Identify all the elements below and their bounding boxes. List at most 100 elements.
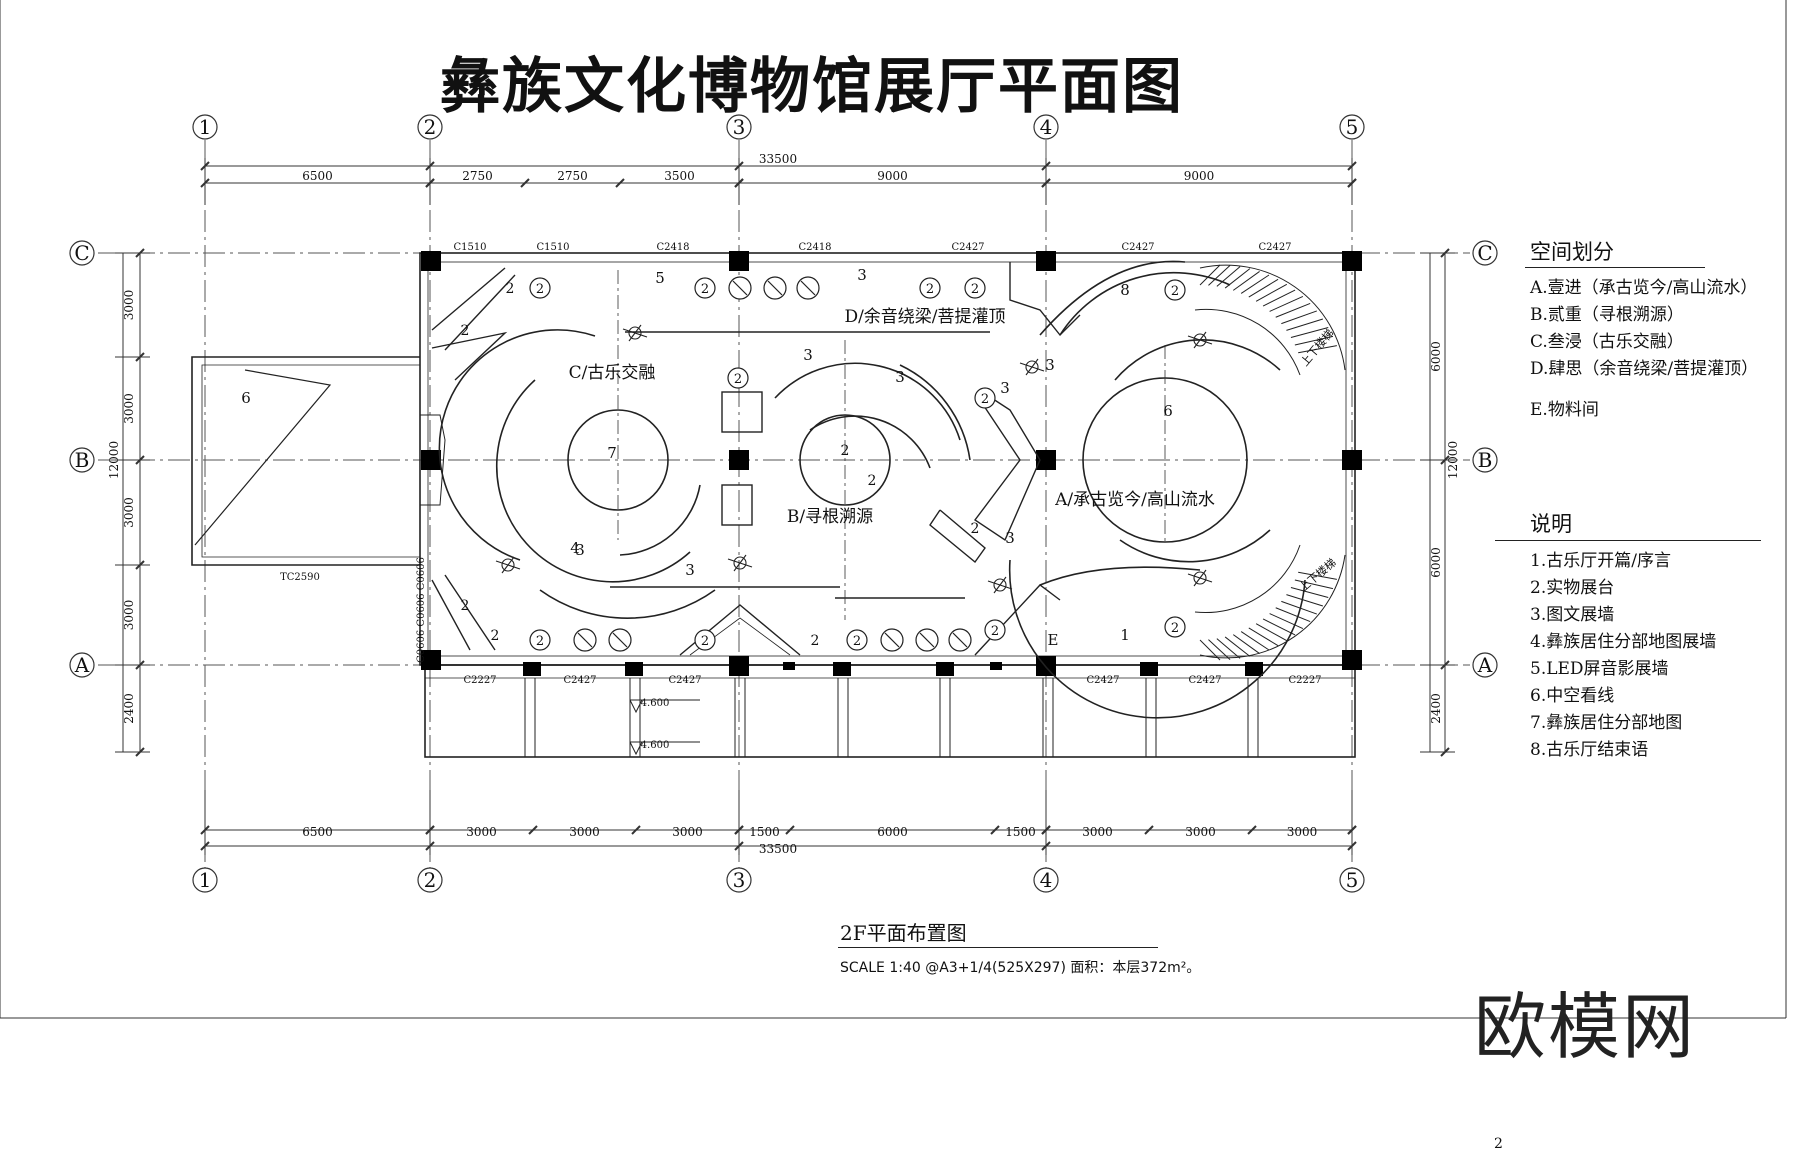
note-item: 7.彝族居住分部地图 — [1530, 713, 1683, 733]
dim-segment-bottom: 3000 — [1185, 825, 1216, 839]
window-label-top: C2427 — [1258, 242, 1291, 253]
dim-segment-left: 2400 — [122, 693, 136, 724]
exhibit-number: 2 — [461, 323, 470, 339]
exhibit-number: 2 — [926, 282, 934, 297]
exhibit-number: 3 — [1000, 379, 1010, 397]
spotlight-icon — [733, 556, 747, 570]
window-label-bottom: C2427 — [668, 675, 701, 686]
zone-label-b: B/寻根溯源 — [787, 507, 873, 527]
stairs — [1194, 264, 1346, 661]
note-item: 2.实物展台 — [1530, 578, 1615, 598]
exhibit-number: 1 — [1120, 626, 1130, 644]
grid-bubble — [1033, 867, 1059, 893]
grid-label: 1 — [199, 868, 212, 892]
grid-bubble — [1472, 447, 1498, 473]
grid-label: 5 — [1346, 115, 1359, 139]
grid-label: 2 — [424, 115, 437, 139]
window-label-top: C1510 — [453, 242, 486, 253]
dim-segment-left: 3000 — [122, 290, 136, 321]
exhibit-number: 2 — [981, 392, 989, 407]
dim-segment-top: 3500 — [664, 169, 695, 183]
exhibit-number: 3 — [685, 561, 695, 579]
exhibit-number: 2 — [1171, 621, 1179, 636]
exhibit-marker-2 — [1164, 616, 1186, 638]
dim-segment-bottom: 3000 — [1082, 825, 1113, 839]
grid-bubble — [417, 867, 443, 893]
exhibit-number: 6 — [241, 389, 251, 407]
spotlight-icon — [501, 558, 515, 572]
grid-bubble — [1472, 240, 1498, 266]
exhibit-marker-2 — [964, 277, 986, 299]
note-item: 1.古乐厅开篇/序言 — [1530, 551, 1671, 571]
zone-label-e: E — [1048, 631, 1059, 649]
dim-segment-top: 9000 — [877, 169, 908, 183]
exhibit-number: 2 — [506, 281, 515, 297]
exhibit-number: 3 — [803, 346, 813, 364]
grid-label: B — [75, 448, 90, 472]
grid-bubble — [69, 447, 95, 473]
dim-total-bottom: 33500 — [759, 842, 797, 856]
window-label-bottom: C2227 — [1288, 675, 1321, 686]
space-item: B.贰重（寻根溯源） — [1530, 305, 1684, 325]
exhibit-symbols — [529, 276, 1186, 652]
exhibit-marker-2 — [694, 277, 716, 299]
exhibit-number: 2 — [1171, 284, 1179, 299]
exhibit-number: 2 — [701, 282, 709, 297]
exhibit-number: 2 — [491, 628, 500, 644]
note-item: 3.图文展墙 — [1530, 605, 1615, 625]
grid-label: 4 — [1040, 868, 1053, 892]
exhibit-number: 2 — [811, 633, 820, 649]
grid-label: 2 — [424, 868, 437, 892]
exhibit-number: 7 — [607, 444, 617, 462]
structural-columns — [421, 251, 1362, 676]
exhibit-number: 2 — [971, 282, 979, 297]
dim-segment-bottom: 6000 — [877, 825, 908, 839]
grid-label: C — [74, 241, 89, 265]
elevation-marks — [629, 699, 700, 756]
grid-label: 1 — [199, 115, 212, 139]
spotlight-icon — [1193, 571, 1207, 585]
curved-walls — [438, 260, 1306, 719]
brand-logo: 欧模网 — [1474, 985, 1697, 1069]
dim-segment-top: 2750 — [462, 169, 493, 183]
note-item: 4.彝族居住分部地图展墙 — [1530, 632, 1717, 652]
grid-bubble — [726, 867, 752, 893]
exhibit-marker-2 — [727, 367, 749, 389]
window-label-top: C2418 — [656, 242, 689, 253]
exhibit-number: 2 — [971, 521, 980, 537]
center-lines — [617, 270, 1166, 620]
dim-total-right: 12000 — [1446, 441, 1460, 479]
exhibit-number: 2 — [701, 634, 709, 649]
window-label-top: C2418 — [798, 242, 831, 253]
space-item: D.肆思（余音绕梁/菩提灌顶） — [1530, 359, 1759, 379]
space-item: C.叁浸（古乐交融） — [1530, 332, 1684, 352]
dim-segment-right: 6000 — [1429, 547, 1443, 578]
exhibit-number: 3 — [575, 541, 585, 559]
zone-label-a: A/承古览今/高山流水 — [1054, 490, 1215, 510]
elevation-label: 4.600 — [641, 740, 670, 751]
dim-segment-left: 3000 — [122, 497, 136, 528]
grid-label: A — [1477, 653, 1493, 677]
sheet-frame — [0, 0, 1787, 1019]
dim-segment-right: 6000 — [1429, 341, 1443, 372]
space-list: A.壹进（承古览今/高山流水）B.贰重（寻根溯源）C.叁浸（古乐交融）D.肆思（… — [1530, 275, 1758, 424]
grid-label: 3 — [733, 868, 746, 892]
dim-segment-bottom: 3000 — [569, 825, 600, 839]
window-label-bottom: C2427 — [1188, 675, 1221, 686]
dim-segment-top: 6500 — [302, 169, 333, 183]
exhibit-marker-2 — [846, 629, 868, 651]
stair-label: 上下楼梯 — [1297, 326, 1336, 369]
subtitle-rule — [838, 947, 1158, 948]
window-label-top: C1510 — [536, 242, 569, 253]
exhibit-number: 2 — [536, 634, 544, 649]
exhibit-marker-2 — [919, 277, 941, 299]
dim-segment-bottom: 1500 — [749, 825, 780, 839]
exhibit-marker-2 — [1164, 279, 1186, 301]
plan-subtitle: 2F平面布置图 — [840, 921, 967, 945]
grid-bubble — [726, 114, 752, 140]
exhibit-number: 3 — [1045, 356, 1055, 374]
grid-bubble — [1339, 114, 1365, 140]
exhibit-marker-2 — [984, 619, 1006, 641]
exhibit-number: 2 — [868, 473, 877, 489]
